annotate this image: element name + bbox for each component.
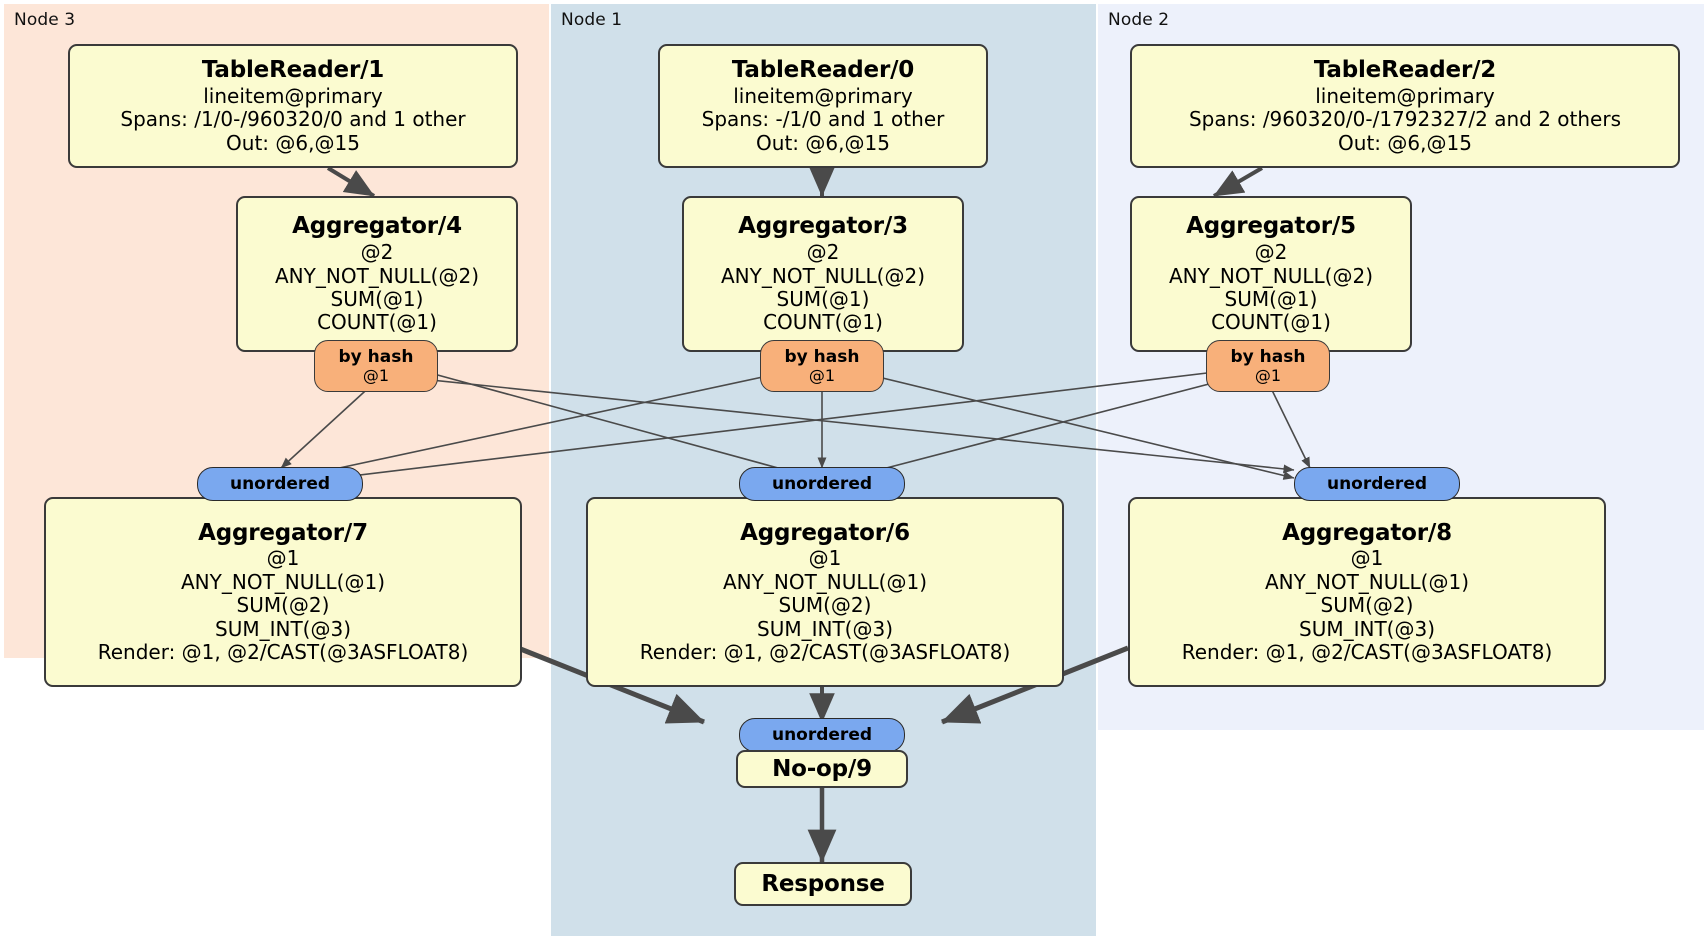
processor-line: SUM(@1) xyxy=(1224,286,1318,311)
processor-title: TableReader/0 xyxy=(731,56,915,83)
processor-line: lineitem@primary xyxy=(733,83,913,108)
processor-tablereader-1[interactable]: TableReader/1 lineitem@primary Spans: /1… xyxy=(68,44,518,168)
processor-line: @1 xyxy=(266,546,300,571)
processor-line: ANY_NOT_NULL(@1) xyxy=(1265,569,1469,594)
processor-line: Spans: /1/0-/960320/0 and 1 other xyxy=(120,107,466,132)
processor-line: SUM(@2) xyxy=(236,593,330,618)
processor-line: Out: @6,@15 xyxy=(1338,130,1472,155)
processor-title: Response xyxy=(761,870,885,897)
router-sublabel: @1 xyxy=(808,365,836,385)
processor-line: @2 xyxy=(1254,240,1288,265)
cluster-label-node-2: Node 2 xyxy=(1108,10,1170,30)
processor-title: Aggregator/8 xyxy=(1282,519,1452,546)
processor-line: SUM_INT(@3) xyxy=(1299,616,1435,641)
processor-title: Aggregator/6 xyxy=(740,519,910,546)
router-sublabel: @1 xyxy=(362,365,390,385)
processor-aggregator-7[interactable]: Aggregator/7 @1 ANY_NOT_NULL(@1) SUM(@2)… xyxy=(44,497,522,687)
processor-tablereader-2[interactable]: TableReader/2 lineitem@primary Spans: /9… xyxy=(1130,44,1680,168)
synchronizer-label: unordered xyxy=(229,473,331,494)
processor-line: ANY_NOT_NULL(@1) xyxy=(723,569,927,594)
processor-title: TableReader/1 xyxy=(201,56,385,83)
processor-line: COUNT(@1) xyxy=(317,310,437,335)
processor-aggregator-3[interactable]: Aggregator/3 @2 ANY_NOT_NULL(@2) SUM(@1)… xyxy=(682,196,964,352)
processor-aggregator-8[interactable]: Aggregator/8 @1 ANY_NOT_NULL(@1) SUM(@2)… xyxy=(1128,497,1606,687)
synchronizer-label: unordered xyxy=(1326,473,1428,494)
processor-line: lineitem@primary xyxy=(203,83,383,108)
router-by-hash-left[interactable]: by hash @1 xyxy=(314,340,438,392)
processor-line: COUNT(@1) xyxy=(1211,310,1331,335)
processor-aggregator-6[interactable]: Aggregator/6 @1 ANY_NOT_NULL(@1) SUM(@2)… xyxy=(586,497,1064,687)
processor-response[interactable]: Response xyxy=(734,862,912,906)
processor-line: SUM_INT(@3) xyxy=(757,616,893,641)
processor-line: COUNT(@1) xyxy=(763,310,883,335)
processor-line: ANY_NOT_NULL(@2) xyxy=(275,263,479,288)
processor-line: @2 xyxy=(806,240,840,265)
processor-line: SUM(@1) xyxy=(330,286,424,311)
processor-line: @1 xyxy=(808,546,842,571)
processor-noop-9[interactable]: No-op/9 xyxy=(736,750,908,788)
router-label: by hash xyxy=(1230,346,1306,367)
processor-aggregator-4[interactable]: Aggregator/4 @2 ANY_NOT_NULL(@2) SUM(@1)… xyxy=(236,196,518,352)
processor-line: Out: @6,@15 xyxy=(226,130,360,155)
synchronizer-unordered-center[interactable]: unordered xyxy=(739,467,905,501)
cluster-label-node-3: Node 3 xyxy=(14,10,76,30)
processor-line: ANY_NOT_NULL(@2) xyxy=(1169,263,1373,288)
processor-line: ANY_NOT_NULL(@1) xyxy=(181,569,385,594)
processor-line: @2 xyxy=(360,240,394,265)
processor-line: Render: @1, @2/CAST(@3ASFLOAT8) xyxy=(639,640,1011,665)
processor-title: Aggregator/4 xyxy=(292,213,462,240)
router-by-hash-center[interactable]: by hash @1 xyxy=(760,340,884,392)
router-sublabel: @1 xyxy=(1254,365,1282,385)
processor-line: Render: @1, @2/CAST(@3ASFLOAT8) xyxy=(97,640,469,665)
processor-title: TableReader/2 xyxy=(1313,56,1497,83)
synchronizer-label: unordered xyxy=(771,724,873,745)
synchronizer-label: unordered xyxy=(771,473,873,494)
processor-title: No-op/9 xyxy=(772,755,872,782)
processor-title: Aggregator/7 xyxy=(198,519,368,546)
synchronizer-unordered-left[interactable]: unordered xyxy=(197,467,363,501)
processor-line: SUM(@2) xyxy=(778,593,872,618)
processor-line: Spans: /960320/0-/1792327/2 and 2 others xyxy=(1188,107,1621,132)
processor-line: SUM(@2) xyxy=(1320,593,1414,618)
processor-line: ANY_NOT_NULL(@2) xyxy=(721,263,925,288)
processor-line: lineitem@primary xyxy=(1315,83,1495,108)
router-by-hash-right[interactable]: by hash @1 xyxy=(1206,340,1330,392)
processor-line: @1 xyxy=(1350,546,1384,571)
processor-title: Aggregator/3 xyxy=(738,213,908,240)
router-label: by hash xyxy=(338,346,414,367)
synchronizer-unordered-final[interactable]: unordered xyxy=(739,718,905,752)
processor-line: Out: @6,@15 xyxy=(756,130,890,155)
processor-tablereader-0[interactable]: TableReader/0 lineitem@primary Spans: -/… xyxy=(658,44,988,168)
router-label: by hash xyxy=(784,346,860,367)
synchronizer-unordered-right[interactable]: unordered xyxy=(1294,467,1460,501)
processor-title: Aggregator/5 xyxy=(1186,213,1356,240)
processor-aggregator-5[interactable]: Aggregator/5 @2 ANY_NOT_NULL(@2) SUM(@1)… xyxy=(1130,196,1412,352)
processor-line: Render: @1, @2/CAST(@3ASFLOAT8) xyxy=(1181,640,1553,665)
processor-line: SUM_INT(@3) xyxy=(215,616,351,641)
cluster-label-node-1: Node 1 xyxy=(561,10,623,30)
processor-line: SUM(@1) xyxy=(776,286,870,311)
processor-line: Spans: -/1/0 and 1 other xyxy=(701,107,945,132)
